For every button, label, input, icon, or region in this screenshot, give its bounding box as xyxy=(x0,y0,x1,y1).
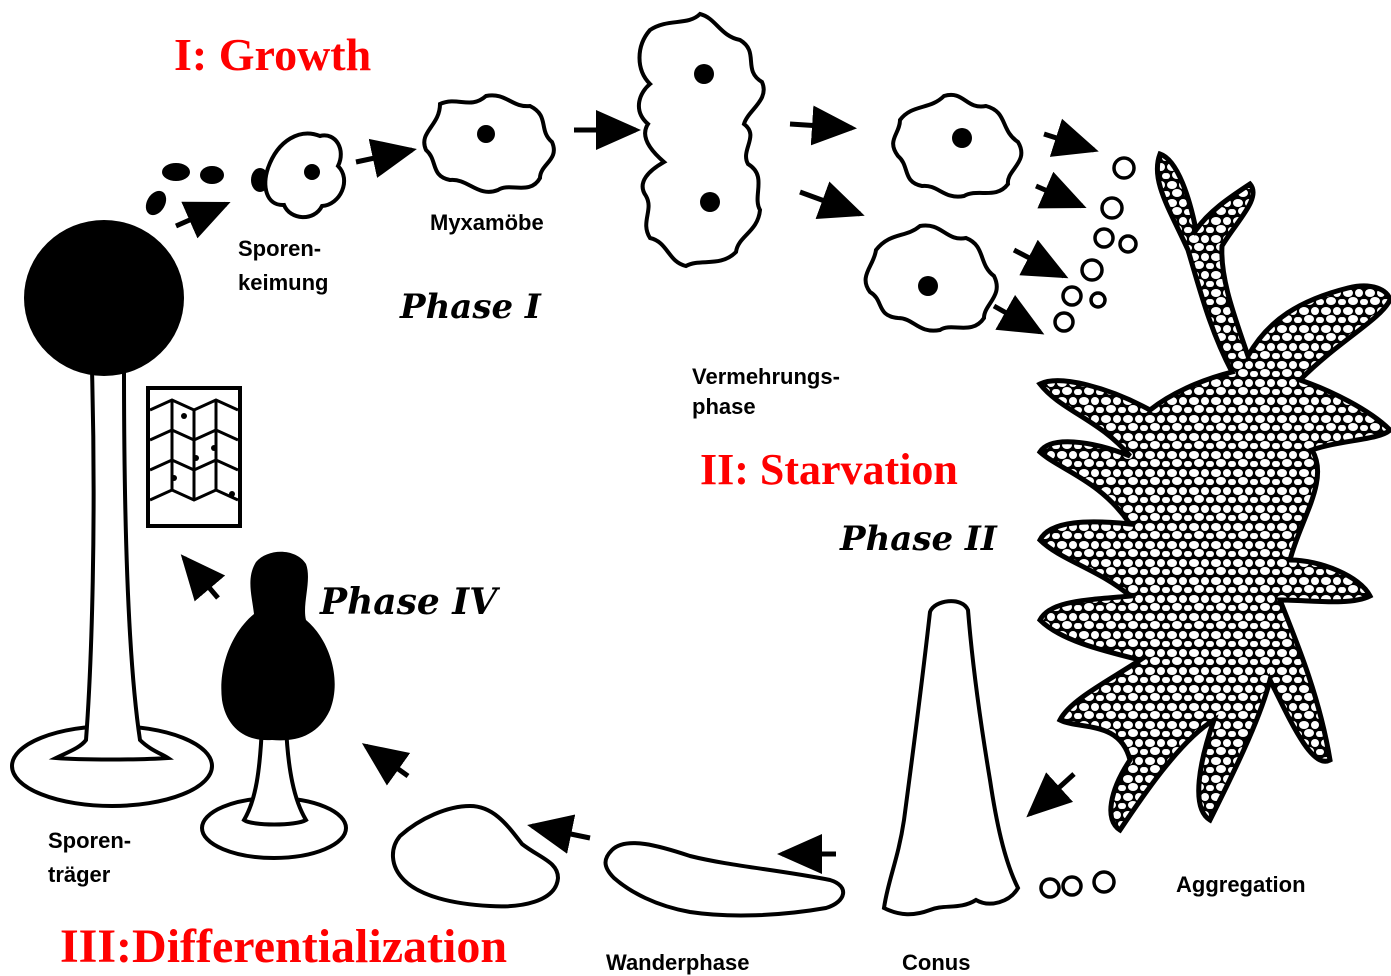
label-wanderphase: Wanderphase xyxy=(606,950,749,975)
daughter-cell-lower xyxy=(866,225,997,330)
label-aggregation: Aggregation xyxy=(1176,872,1306,897)
heading-starvation: II: Starvation xyxy=(700,445,958,494)
handwritten-phase-4: Phase IV xyxy=(319,581,500,623)
heading-differentiation: III:Differentialization xyxy=(60,920,507,973)
dividing-cell xyxy=(639,14,764,266)
label-vermehrungsphase-line-1: Vermehrungs- xyxy=(692,364,840,389)
migrating-slug-small xyxy=(393,806,558,906)
label-conus: Conus xyxy=(902,950,970,975)
label-sporentraeger-line-2: träger xyxy=(48,862,111,887)
myxamoeba-cell xyxy=(424,95,554,192)
conus-structure xyxy=(884,601,1018,914)
label-myxamoebe: Myxamöbe xyxy=(430,210,544,235)
handwritten-phase-1: Phase I xyxy=(399,287,542,327)
label-sporentraeger-line-1: Sporen- xyxy=(48,828,131,853)
stalk-cells-detail xyxy=(148,388,240,526)
label-vermehrungsphase: Vermehrungs- phase xyxy=(692,364,846,419)
label-vermehrungsphase-line-2: phase xyxy=(692,394,756,419)
label-sporenkeimung-line-2: keimung xyxy=(238,270,328,295)
heading-growth: I: Growth xyxy=(174,29,371,80)
handwritten-phase-2: Phase II xyxy=(839,519,998,559)
aggregation-center xyxy=(1040,154,1390,830)
daughter-cell-upper xyxy=(893,95,1021,197)
label-sporentraeger: Sporen- träger xyxy=(48,828,137,887)
label-sporenkeimung: Sporen- keimung xyxy=(238,236,328,295)
germinating-spore-cell xyxy=(265,134,344,218)
label-sporenkeimung-line-1: Sporen- xyxy=(238,236,321,261)
